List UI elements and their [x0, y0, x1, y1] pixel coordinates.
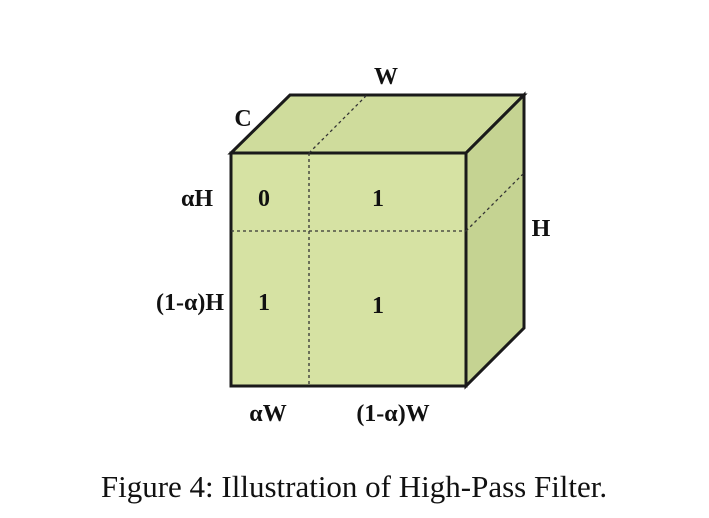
label-alpha-w: αW [249, 401, 286, 427]
label-channel: C [234, 106, 251, 132]
label-one-minus-alpha-h: (1-α)H [156, 290, 224, 316]
label-alpha-h: αH [181, 186, 213, 212]
cell-bottom-left: 1 [258, 290, 270, 316]
cell-bottom-right: 1 [372, 293, 384, 319]
cell-top-left: 0 [258, 186, 270, 212]
label-one-minus-alpha-w: (1-α)W [356, 401, 429, 427]
cell-top-right: 1 [372, 186, 384, 212]
cube-front-face [229, 151, 468, 388]
label-height: H [532, 216, 551, 242]
figure-caption: Figure 4: Illustration of High-Pass Filt… [101, 469, 607, 504]
label-width: W [374, 64, 398, 90]
top-face-divider [308, 94, 368, 154]
side-face-divider [465, 172, 525, 232]
